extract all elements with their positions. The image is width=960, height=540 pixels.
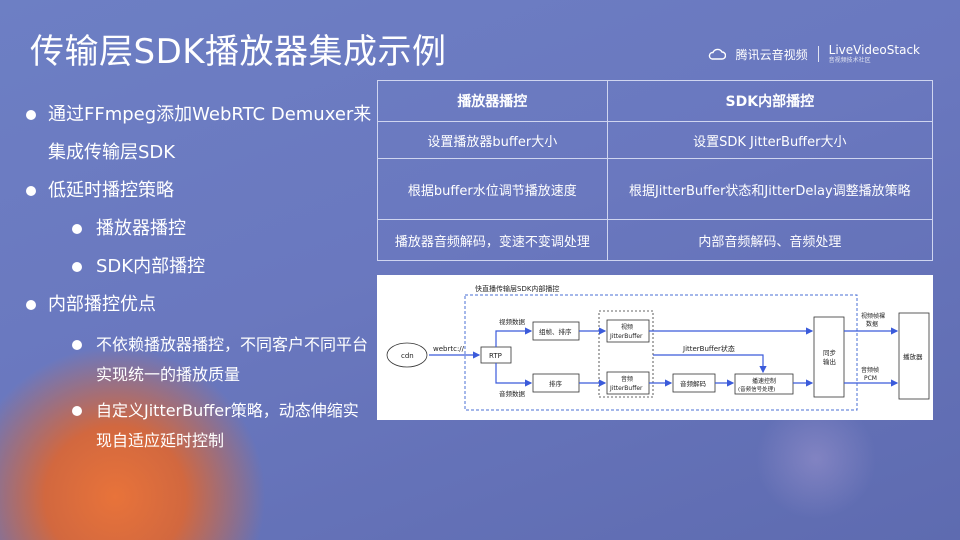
player-label: 播放器 bbox=[903, 352, 923, 361]
sub-bullet-item: 播放器播控 bbox=[24, 210, 374, 248]
table-header: 播放器播控 bbox=[377, 80, 608, 122]
cdn-cloud-icon bbox=[386, 342, 428, 368]
table-row: 播放器音频解码，变速不变调处理 内部音频解码、音频处理 bbox=[377, 219, 934, 261]
sort-label: 排序 bbox=[549, 379, 563, 388]
assemble-label: 组帧、排序 bbox=[539, 327, 572, 336]
speed-control-label: 播速控制 bbox=[752, 377, 776, 385]
lvs-logo-text: LiveVideoStack bbox=[828, 43, 920, 57]
jb-state-label: JitterBuffer状态 bbox=[682, 344, 735, 353]
video-frame-label: 视频帧裸 bbox=[861, 312, 885, 320]
audio-data-label: 音频数据 bbox=[499, 389, 526, 398]
bullet-item: 通过FFmpeg添加WebRTC Demuxer来集成传输层SDK bbox=[24, 96, 374, 172]
sync-label-2: 输出 bbox=[823, 357, 836, 366]
speed-control-label-2: (音频信号处理) bbox=[738, 385, 775, 393]
rtp-label: RTP bbox=[489, 352, 502, 360]
sync-output-box bbox=[813, 316, 845, 398]
bullet-item: 低延时播控策略 bbox=[24, 172, 374, 210]
speed-control-box bbox=[734, 373, 794, 395]
table-header-row: 播放器播控 SDK内部播控 bbox=[377, 80, 934, 122]
tencent-logo-text: 腾讯云音视频 bbox=[735, 47, 808, 62]
table-cell: 设置SDK JitterBuffer大小 bbox=[606, 121, 934, 159]
audio-decode-label: 音频解码 bbox=[680, 379, 707, 388]
table-row: 根据buffer水位调节播放速度 根据JitterBuffer状态和Jitter… bbox=[377, 158, 934, 220]
jitterbuffer-group bbox=[598, 310, 654, 398]
diagram-svg: 快直播传输层SDK内部播控 cdn webrtc:// RTP 视频数据 音频数… bbox=[386, 284, 930, 411]
logo-bar: 腾讯云音视频 LiveVideoStack 音视频技术社区 bbox=[708, 44, 920, 64]
arrow bbox=[653, 354, 767, 374]
player-box bbox=[898, 312, 930, 400]
arrow bbox=[495, 363, 533, 387]
cloud-logo-icon bbox=[708, 48, 726, 60]
sub-bullet-item: 不依赖播放器播控，不同客户不同平台实现统一的播放质量 bbox=[24, 330, 374, 390]
sdk-architecture-diagram: 快直播传输层SDK内部播控 cdn webrtc:// RTP 视频数据 音频数… bbox=[377, 275, 933, 420]
table-row: 设置播放器buffer大小 设置SDK JitterBuffer大小 bbox=[377, 121, 934, 159]
cdn-label: cdn bbox=[401, 352, 414, 360]
table-cell: 根据buffer水位调节播放速度 bbox=[377, 158, 608, 220]
table-header: SDK内部播控 bbox=[606, 80, 934, 122]
sub-bullet-item: 自定义JitterBuffer策略，动态伸缩实现自适应延时控制 bbox=[24, 396, 374, 456]
video-data-label: 视频数据 bbox=[499, 317, 526, 326]
audio-jb-label: 音频 bbox=[621, 375, 633, 383]
table-cell: 根据JitterBuffer状态和JitterDelay调整播放策略 bbox=[606, 158, 934, 220]
webrtc-label: webrtc:// bbox=[433, 345, 465, 353]
sub-bullet-item: SDK内部播控 bbox=[24, 248, 374, 286]
audio-frame-label-2: PCM bbox=[864, 375, 877, 382]
bullet-list: 通过FFmpeg添加WebRTC Demuxer来集成传输层SDK 低延时播控策… bbox=[24, 96, 374, 456]
table-cell: 内部音频解码、音频处理 bbox=[606, 219, 934, 261]
sdk-group-title: 快直播传输层SDK内部播控 bbox=[475, 284, 559, 293]
table-cell: 播放器音频解码，变速不变调处理 bbox=[377, 219, 608, 261]
page-title: 传输层SDK播放器集成示例 bbox=[30, 32, 447, 72]
audio-frame-label: 音频帧 bbox=[861, 366, 879, 374]
video-jb-label-2: JitterBuffer bbox=[609, 333, 643, 340]
sdk-group-boundary bbox=[464, 294, 858, 411]
lvs-logo-subtitle: 音视频技术社区 bbox=[828, 57, 871, 64]
bullet-item: 内部播控优点 bbox=[24, 286, 374, 324]
arrow bbox=[495, 327, 533, 347]
video-jb-label: 视频 bbox=[621, 323, 633, 331]
comparison-table: 播放器播控 SDK内部播控 设置播放器buffer大小 设置SDK Jitter… bbox=[377, 80, 934, 261]
sync-label: 同步 bbox=[823, 349, 837, 357]
video-frame-label-2: 数据 bbox=[866, 320, 878, 328]
logo-divider bbox=[817, 46, 819, 62]
lvs-logo: LiveVideoStack 音视频技术社区 bbox=[829, 44, 920, 64]
table-cell: 设置播放器buffer大小 bbox=[377, 121, 608, 159]
audio-jb-label-2: JitterBuffer bbox=[609, 385, 643, 392]
